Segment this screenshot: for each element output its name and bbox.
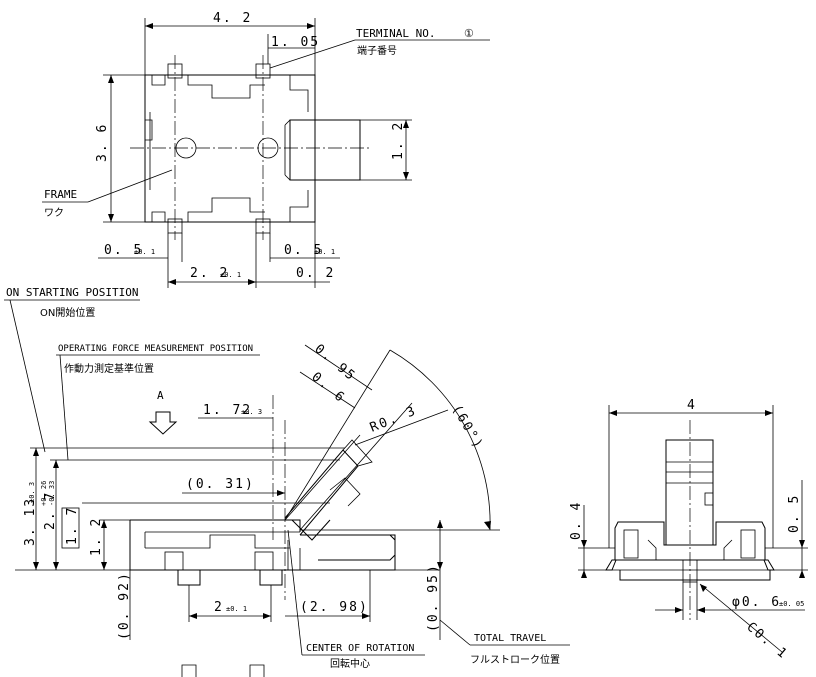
pitch-dim: 2. 2 [190, 266, 229, 281]
frame-label-jp: ワク [44, 207, 64, 219]
pitch-tol: ±0. 1 [220, 271, 241, 279]
dim-313-tol: ±0. 3 [28, 482, 36, 503]
pad-left-dim: 0. 5 [104, 243, 143, 258]
rotation-center-label: CENTER OF ROTATION [306, 643, 414, 654]
terminal-offset-dim: 1. 05 [271, 35, 320, 50]
dim-27-tol-plus: +0. 26 [40, 481, 48, 506]
on-position-label: ON STARTING POSITION [6, 286, 138, 299]
view-arrow-icon [148, 411, 178, 435]
top-view: 4. 2 1. 05 3. 6 1. 2 TERMINAL NO. ① 端子番号… [42, 11, 490, 288]
rotation-center-label-jp: 回転中心 [330, 657, 370, 670]
total-travel-label: TOTAL TRAVEL [474, 633, 546, 644]
terminal-label: TERMINAL NO. [356, 27, 435, 40]
dim-092: (0. 92) [117, 571, 132, 640]
phi-tol: ±0. 05 [779, 600, 804, 608]
actuator-width-dim: 1. 2 [391, 121, 406, 160]
dim-27: 2. 7 [43, 491, 58, 530]
side-view: ON STARTING POSITION ON開始位置 OPERATING FO… [4, 286, 570, 677]
phi-dim: φ0. 6 [732, 595, 781, 610]
terminal-number: ① [464, 27, 474, 40]
top-width-dim: 4. 2 [213, 11, 252, 26]
front-dim-04: 0. 4 [569, 501, 584, 540]
pad-right-tol: ±0. 1 [314, 248, 335, 256]
frame-label: FRAME [44, 188, 77, 201]
edge-dim: 0. 2 [296, 266, 335, 281]
force-position-label-jp: 作動力測定基準位置 [64, 362, 154, 375]
dim-2-tol: ±0. 1 [226, 605, 247, 613]
dim-095-right: (0. 95) [426, 563, 441, 632]
dim-313: 3. 13 [23, 497, 38, 546]
dim-12: 1. 2 [89, 517, 104, 556]
on-position-label-jp: ON開始位置 [40, 306, 95, 319]
front-width-dim: 4 [687, 398, 697, 413]
terminal-label-jp: 端子番号 [357, 44, 397, 57]
dim-2: 2 [214, 600, 224, 615]
view-a-label: A [157, 389, 164, 402]
chamfer-dim: C0. 1 [743, 620, 790, 663]
front-dim-05: 0. 5 [787, 494, 802, 533]
pad-right-dim: 0. 5 [284, 243, 323, 258]
dim-172: 1. 72 [203, 403, 252, 418]
angle-dim: (60°) [449, 403, 487, 453]
dim-27-tol-minus: -0. 33 [48, 481, 56, 506]
front-view: 4 0. 4 0. 5 φ0. 6 ± [569, 398, 808, 663]
dim-17: 1. 7 [65, 506, 80, 545]
dim-172-tol: ±0. 3 [241, 408, 262, 416]
force-position-label: OPERATING FORCE MEASUREMENT POSITION [58, 344, 253, 354]
pad-left-tol: ±0. 1 [134, 248, 155, 256]
dim-031: (0. 31) [186, 477, 255, 492]
dim-298: (2. 98) [300, 600, 369, 615]
total-travel-label-jp: フルストローク位置 [470, 653, 560, 666]
top-height-dim: 3. 6 [95, 123, 110, 162]
